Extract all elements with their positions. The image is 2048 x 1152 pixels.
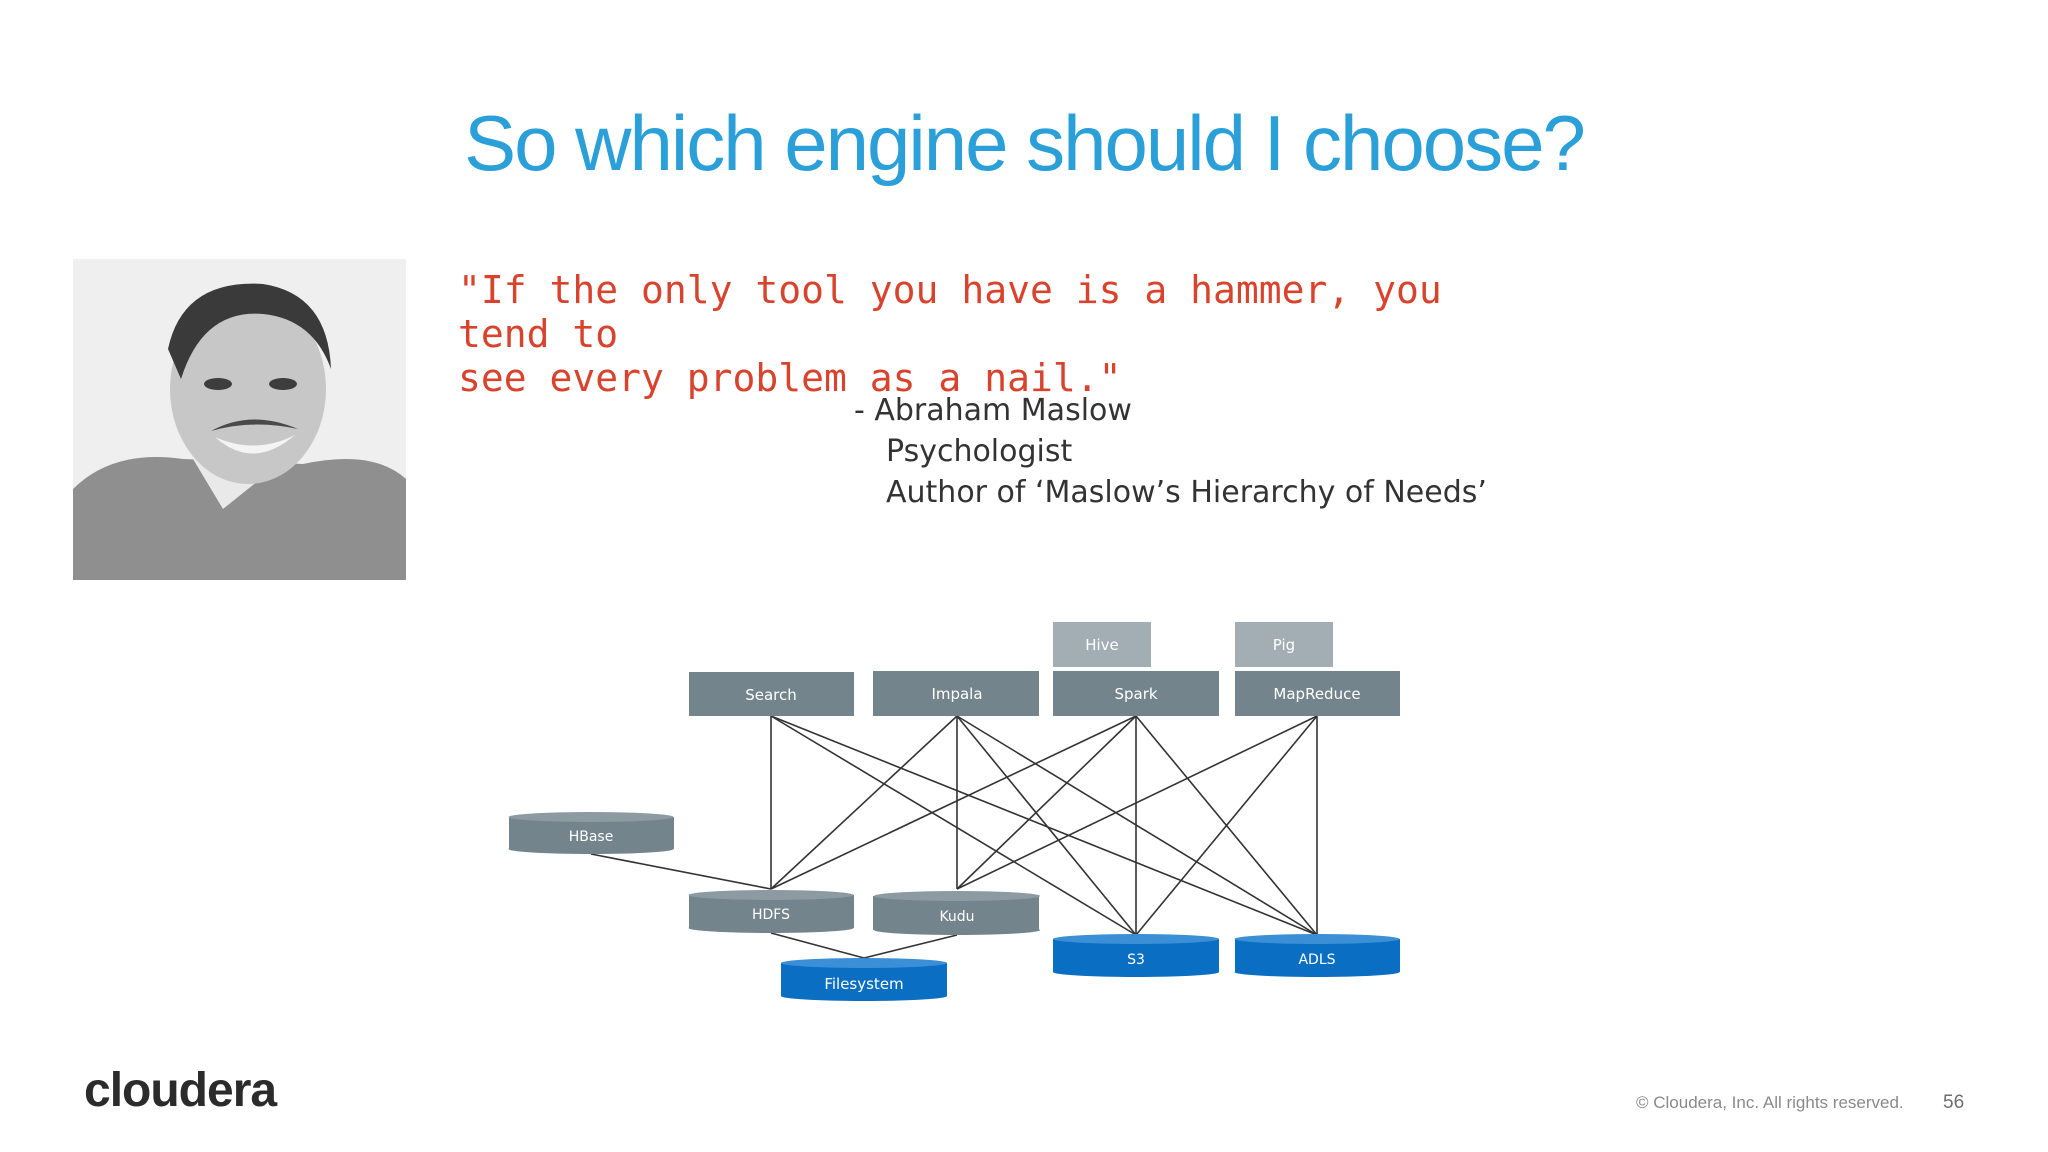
s3-label: S3 <box>1127 952 1145 968</box>
quote-attribution: - Abraham Maslow Psychologist Author of … <box>854 390 1487 513</box>
quote-line: see every problem as a nail." <box>458 356 1122 400</box>
hbase-label: HBase <box>569 829 614 845</box>
storage-s3: S3 <box>1053 934 1219 977</box>
author-name: - Abraham Maslow <box>854 393 1132 428</box>
author-work: Author of ‘Maslow’s Hierarchy of Needs’ <box>886 475 1487 510</box>
author-role: Psychologist <box>886 434 1073 469</box>
storage-kudu: Kudu <box>873 891 1040 935</box>
kudu-label: Kudu <box>939 909 974 925</box>
copyright-text: © Cloudera, Inc. All rights reserved. <box>1636 1093 1904 1112</box>
storage-adls: ADLS <box>1234 934 1400 977</box>
quote-text: "If the only tool you have is a hammer, … <box>458 268 1518 400</box>
page-number: 56 <box>1943 1092 1965 1113</box>
top-engine-hive: Hive <box>1053 622 1151 667</box>
engine-impala: Impala <box>873 671 1039 716</box>
pig-label: Pig <box>1273 636 1295 654</box>
impala-label: Impala <box>931 685 982 703</box>
storage-hbase: HBase <box>508 812 674 854</box>
mapreduce-label: MapReduce <box>1273 685 1360 703</box>
hdfs-label: HDFS <box>752 907 790 923</box>
search-label: Search <box>745 686 797 704</box>
storage-hdfs: HDFS <box>688 890 854 933</box>
hive-label: Hive <box>1085 636 1119 654</box>
filesystem-label: Filesystem <box>824 975 903 993</box>
connection-lines <box>590 715 1318 959</box>
storage-filesystem: Filesystem <box>781 958 947 1001</box>
engine-mapreduce: MapReduce <box>1235 671 1400 716</box>
engine-spark: Spark <box>1053 671 1219 716</box>
slide-title: So which engine should I choose? <box>464 99 1586 187</box>
quote-line: "If the only tool you have is a hammer, … <box>458 268 1442 356</box>
cloudera-logo: cloudera <box>84 1064 277 1117</box>
engine-search: Search <box>689 672 854 716</box>
spark-label: Spark <box>1114 685 1157 703</box>
portrait-photo <box>73 259 406 580</box>
adls-label: ADLS <box>1298 952 1335 968</box>
top-engine-pig: Pig <box>1235 622 1333 667</box>
